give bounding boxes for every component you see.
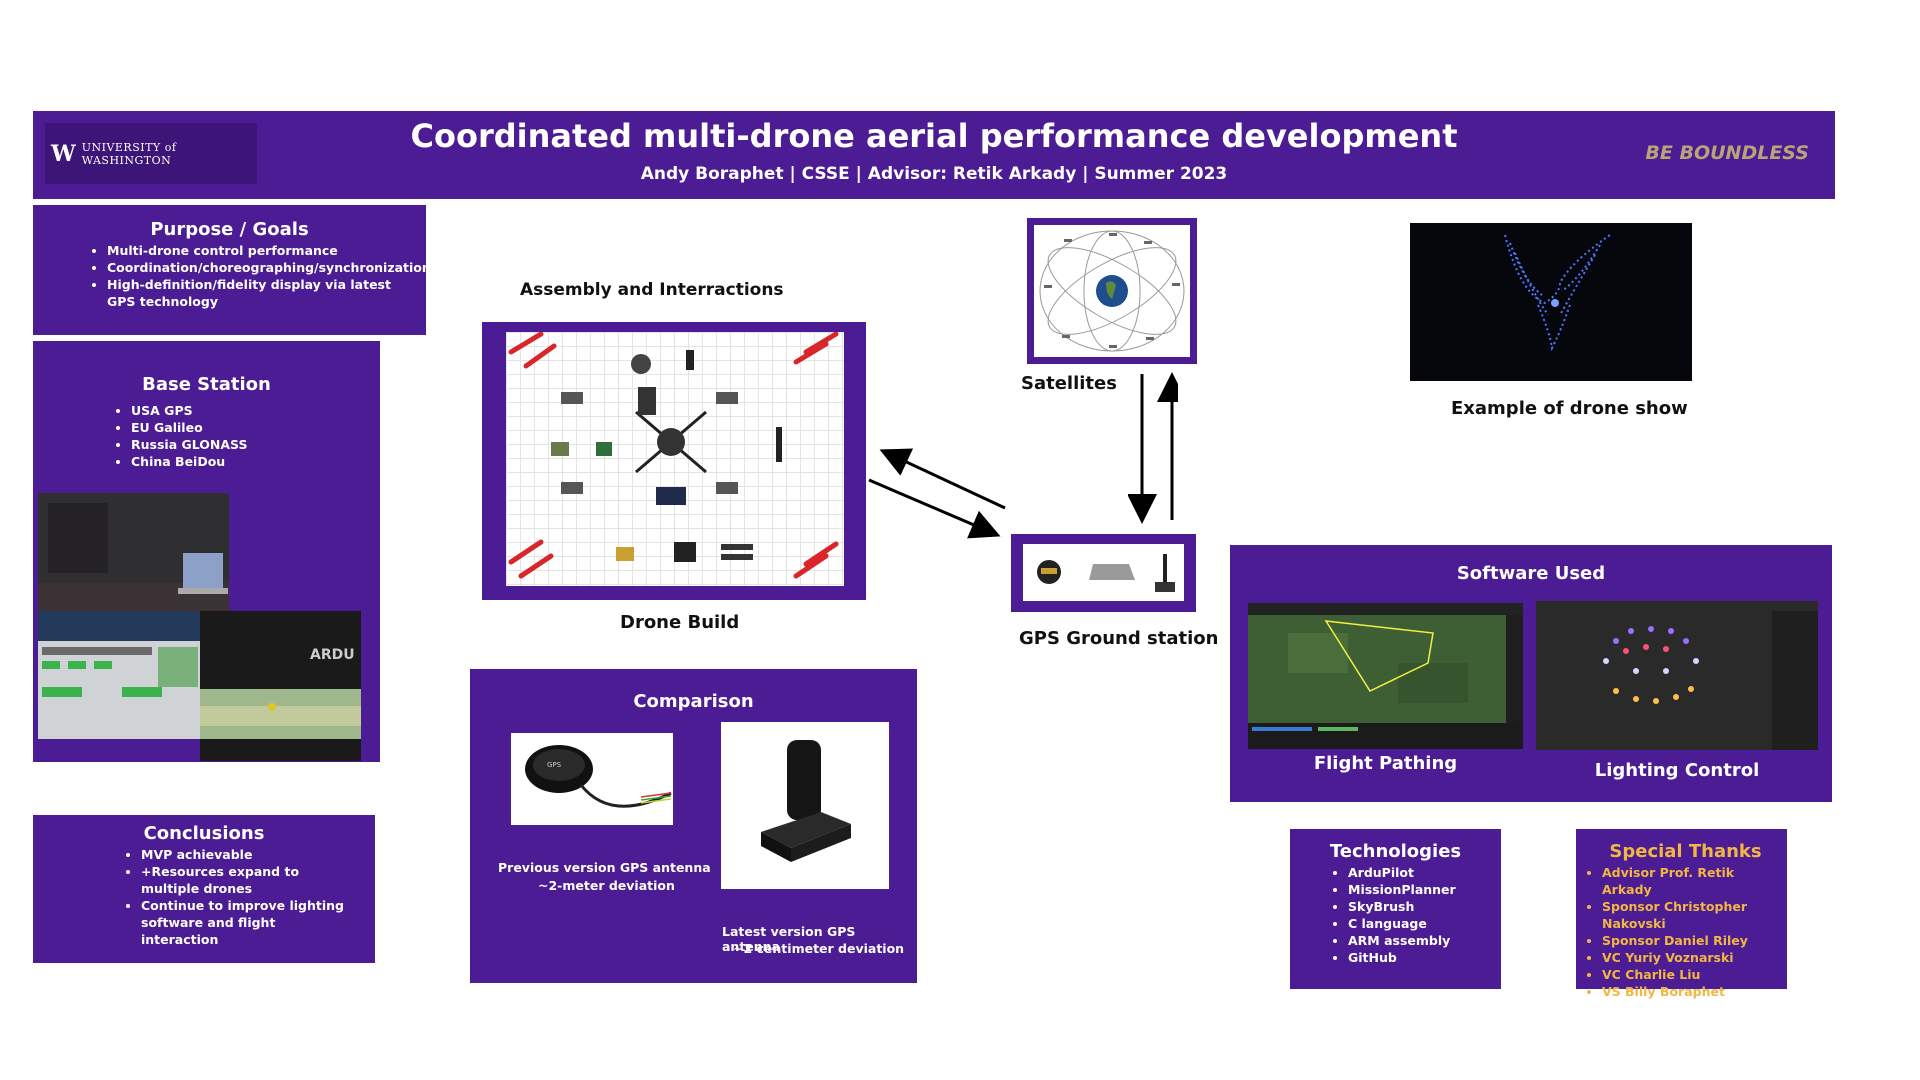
software-title: Software Used xyxy=(1456,563,1606,584)
list-item: +Resources expand to multiple drones xyxy=(141,863,355,897)
lighting-control-caption: Lighting Control xyxy=(1594,760,1760,781)
satellite-link-arrows xyxy=(1128,372,1178,524)
prev-antenna-line1: Previous version GPS antenna xyxy=(498,860,711,875)
flight-pathing-screenshot xyxy=(1248,603,1523,749)
uw-w-icon: W xyxy=(51,140,76,167)
list-item: SkyBrush xyxy=(1348,898,1491,915)
purpose-title: Purpose / Goals xyxy=(150,219,309,240)
map-screenshot: ARDU xyxy=(200,611,361,761)
list-item: Sponsor Daniel Riley xyxy=(1602,932,1787,949)
list-item: USA GPS xyxy=(131,402,247,419)
interaction-arrows xyxy=(868,448,1006,539)
comparison-title: Comparison xyxy=(633,691,754,712)
previous-gps-antenna-image: GPS xyxy=(511,733,673,825)
satellites-image xyxy=(1027,218,1197,364)
prev-antenna-line2: ~2-meter deviation xyxy=(538,878,675,893)
purpose-panel: Purpose / Goals Multi-drone control perf… xyxy=(33,205,431,335)
assembly-title: Assembly and Interractions xyxy=(520,280,784,300)
lighting-control-screenshot xyxy=(1536,601,1818,750)
list-item: VC Charlie Liu xyxy=(1602,966,1787,983)
list-item: VS Billy Boraphet xyxy=(1602,983,1787,1000)
latest-antenna-line1: Latest version GPS antenna xyxy=(722,924,856,954)
page-subtitle: Andy Boraphet | CSSE | Advisor: Retik Ar… xyxy=(640,164,1228,184)
flight-pathing-caption: Flight Pathing xyxy=(1313,753,1458,774)
list-item: China BeiDou xyxy=(131,453,247,470)
latest-gps-antenna-image xyxy=(721,722,889,889)
list-item: Advisor Prof. Retik Arkady xyxy=(1602,864,1787,898)
tagline: BE BOUNDLESS xyxy=(1645,142,1809,164)
list-item: ArduPilot xyxy=(1348,864,1491,881)
list-item: Multi-drone control performance xyxy=(107,242,406,259)
list-item: Coordination/choreographing/synchronizat… xyxy=(107,259,431,276)
drone-show-image xyxy=(1410,223,1692,381)
ground-station-image xyxy=(1011,534,1196,612)
page-title: Coordinated multi-drone aerial performan… xyxy=(410,117,1458,155)
thanks-panel: Special Thanks Advisor Prof. Retik Arkad… xyxy=(1576,829,1787,999)
list-item: EU Galileo xyxy=(131,419,247,436)
svg-text:ARDU: ARDU xyxy=(310,647,355,663)
technologies-title: Technologies xyxy=(1329,841,1462,862)
ground-station-caption: GPS Ground station xyxy=(1019,628,1219,649)
uw-logo: W UNIVERSITY of WASHINGTON xyxy=(45,123,257,184)
list-item: MissionPlanner xyxy=(1348,881,1491,898)
list-item: High-definition/fidelity display via lat… xyxy=(107,276,406,310)
drone-show-caption: Example of drone show xyxy=(1451,398,1688,419)
list-item: Continue to improve lighting software an… xyxy=(141,897,355,948)
list-item: VC Yuriy Voznarski xyxy=(1602,949,1787,966)
thanks-title: Special Thanks xyxy=(1609,841,1762,862)
drone-build-diagram xyxy=(482,322,866,600)
svg-text:GPS: GPS xyxy=(547,761,562,769)
technologies-panel: Technologies ArduPilot MissionPlanner Sk… xyxy=(1290,829,1501,989)
conclusions-panel: Conclusions MVP achievable +Resources ex… xyxy=(33,815,375,963)
list-item: Sponsor Christopher Nakovski xyxy=(1602,898,1787,932)
conclusions-title: Conclusions xyxy=(143,823,265,844)
drone-build-caption: Drone Build xyxy=(620,612,740,633)
mission-planner-screenshot xyxy=(38,611,200,739)
list-item: ARM assembly xyxy=(1348,932,1491,949)
latest-antenna-line2: ~2 centimeter deviation xyxy=(733,941,905,956)
comparison-panel: Comparison GPS Previous version GPS ante… xyxy=(470,669,917,983)
header-banner: W UNIVERSITY of WASHINGTON Coordinated m… xyxy=(33,111,1835,199)
list-item: GitHub xyxy=(1348,949,1491,966)
logo-text: UNIVERSITY of WASHINGTON xyxy=(81,140,177,167)
list-item: Russia GLONASS xyxy=(131,436,247,453)
base-station-title: Base Station xyxy=(142,374,271,395)
list-item: MVP achievable xyxy=(141,846,355,863)
base-station-panel: Base Station USA GPS EU Galileo Russia G… xyxy=(33,341,380,762)
software-panel: Software Used Flight Pathing Lighting Co… xyxy=(1230,545,1832,802)
list-item: C language xyxy=(1348,915,1491,932)
satellites-caption: Satellites xyxy=(1021,373,1117,394)
